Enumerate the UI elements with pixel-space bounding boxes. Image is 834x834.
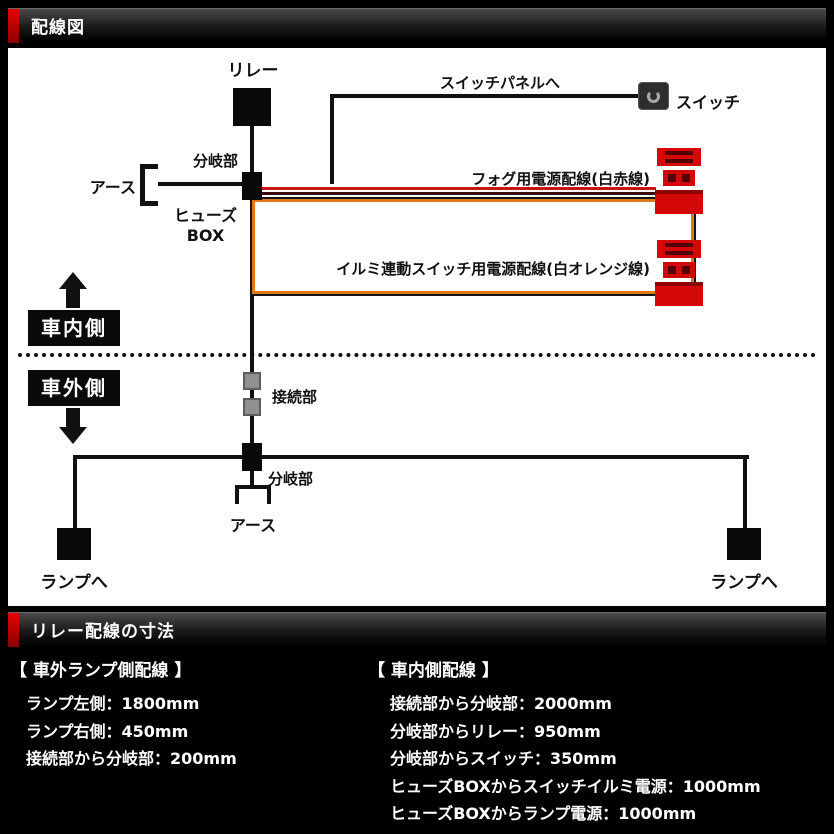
relay-label: リレー — [227, 61, 279, 81]
relay-box — [233, 88, 271, 126]
arrow-down-icon — [59, 427, 87, 444]
fuse-tap-illumi-bottom-block — [655, 282, 703, 306]
wire-branch-to-earth-bottom — [250, 471, 254, 487]
switch-box — [638, 82, 669, 110]
fog-wire-label: フォグ用電源配線(白赤線) — [471, 170, 650, 188]
illumination-wire-label: イルミ連動スイッチ用電源配線(白オレンジ線) — [336, 260, 650, 278]
interior-side-badge: 車内側 — [28, 310, 120, 346]
interior-dimension-item: 接続部から分岐部：2000mm — [390, 694, 612, 713]
wire-fog-red — [262, 187, 656, 190]
wire-branch-to-switch-horizontal — [330, 94, 640, 98]
lamp-connector-right — [727, 528, 761, 560]
earth-top-label: アース — [89, 178, 136, 197]
wire-branch-to-earth-top — [158, 182, 244, 186]
switch-power-icon — [647, 89, 660, 103]
interior-dimension-item: 分岐部からリレー：950mm — [390, 722, 601, 741]
lamp-left-label: ランプへ — [40, 573, 108, 593]
fusebox-label: ヒューズ BOX — [163, 206, 248, 246]
wire-branch-to-switch-vertical — [330, 94, 334, 184]
interior-dimension-item: ヒューズBOXからランプ電源：1000mm — [390, 804, 697, 823]
connection-label: 接続部 — [272, 388, 318, 406]
illumination-wire-loop — [252, 199, 694, 294]
earth-bottom-label: アース — [229, 516, 277, 535]
wire-relay-to-branch — [250, 126, 254, 174]
diagram-header-title: 配線図 — [31, 18, 85, 38]
connection-part-upper — [243, 372, 261, 390]
red-accent-bar-2 — [8, 612, 19, 647]
wire-lamp-horizontal — [73, 455, 749, 459]
fuse-tap-illumi-mid-block — [663, 262, 695, 278]
arrow-up-stem — [66, 288, 80, 308]
exterior-side-badge: 車外側 — [28, 370, 120, 406]
switch-panel-label: スイッチパネルへ — [439, 74, 560, 92]
lamp-right-label: ランプへ — [710, 573, 778, 593]
exterior-dimension-item: ランプ左側：1800mm — [26, 694, 200, 713]
wire-main-vertical — [250, 200, 254, 445]
wire-fog-dark — [262, 192, 656, 195]
branch-bottom-connector — [242, 443, 262, 471]
branch-bottom-label: 分岐部 — [268, 470, 314, 488]
dimensions-header-bar: リレー配線の寸法 — [8, 612, 826, 647]
exterior-dimensions-title: 【 車外ランプ側配線 】 — [10, 661, 192, 681]
exterior-dimension-item: 接続部から分岐部：200mm — [26, 749, 237, 768]
fuse-tap-fog-bottom-block — [655, 190, 703, 214]
fusebox-label-line1: ヒューズ — [173, 206, 238, 225]
dimensions-header-title: リレー配線の寸法 — [31, 622, 175, 642]
interior-dimension-item: ヒューズBOXからスイッチイルミ電源：1000mm — [390, 777, 761, 796]
arrow-up-icon — [59, 272, 87, 289]
fuse-tap-connector-illumination — [654, 240, 704, 306]
fuse-tap-fog-mid-block — [663, 170, 695, 186]
fusebox-label-line2: BOX — [186, 226, 225, 245]
interior-exterior-boundary-line — [18, 353, 816, 357]
switch-label: スイッチ — [676, 93, 741, 112]
connection-part-lower — [243, 398, 261, 416]
wire-lamp-left-vertical — [73, 455, 77, 530]
interior-dimension-item: 分岐部からスイッチ：350mm — [390, 749, 617, 768]
wire-lamp-right-vertical — [743, 455, 747, 530]
arrow-down-stem — [66, 408, 80, 428]
red-accent-bar — [8, 8, 19, 43]
branch-top-connector — [242, 172, 262, 200]
wiring-diagram-canvas: リレー スイッチパネルへ スイッチ アース 分岐部 ヒューズ BOX フォグ用電… — [8, 48, 826, 606]
lamp-connector-left — [57, 528, 91, 560]
interior-dimensions-title: 【 車内側配線 】 — [368, 661, 499, 681]
branch-top-label: 分岐部 — [192, 152, 238, 170]
fuse-tap-illumi-top-block — [657, 240, 701, 258]
fuse-tap-fog-top-block — [657, 148, 701, 166]
earth-terminal-bottom-icon — [235, 485, 271, 504]
diagram-header-bar: 配線図 — [8, 8, 826, 43]
exterior-dimension-item: ランプ右側：450mm — [26, 722, 189, 741]
fuse-tap-connector-fog — [654, 148, 704, 214]
earth-terminal-top-icon — [140, 164, 158, 206]
